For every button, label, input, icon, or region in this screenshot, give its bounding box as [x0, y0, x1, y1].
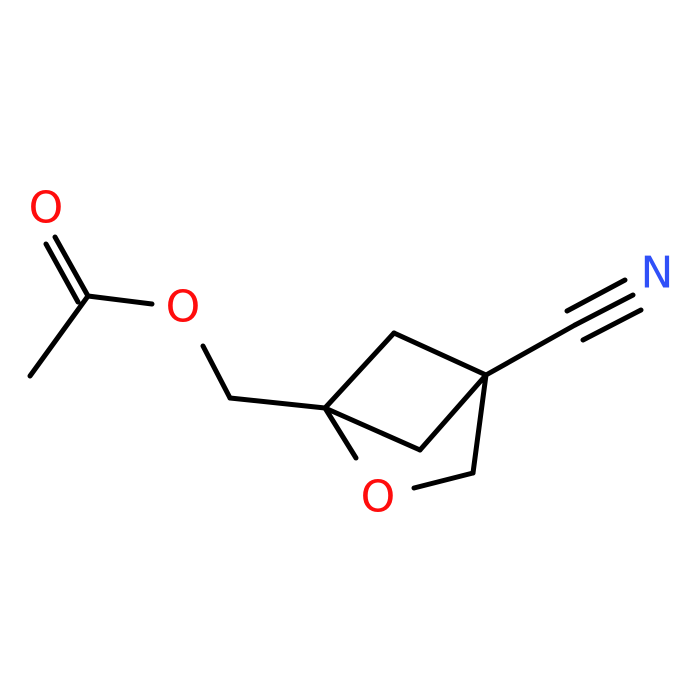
bond-nitrile-triple-3 — [580, 307, 644, 343]
bond-carbonyl-double-1 — [52, 234, 91, 299]
bond-methyl-carbonyl — [27, 293, 91, 379]
bond-ch2-top-bridgehead2 — [391, 330, 489, 378]
bond-bridgehead1-ch2-top — [322, 330, 397, 411]
bond-ch2-bridgehead2 — [470, 372, 489, 476]
bond-ring-o-ch2 — [411, 470, 476, 491]
bond-bridgehead1-ring-o — [322, 405, 359, 461]
bond-bridgehead2-nitrile-c — [483, 322, 578, 378]
bond-carbonyl-ester-o — [85, 293, 155, 307]
carbonyl-oxygen-label: O — [29, 183, 64, 234]
ring-oxygen-label: O — [361, 472, 396, 523]
bond-ester-o-ch2 — [200, 343, 233, 401]
bond-ch2-mid-bridgehead1 — [322, 405, 423, 453]
ester-oxygen-label: O — [166, 282, 201, 333]
bond-ch2-bridgehead — [227, 395, 328, 411]
bond-carbonyl-double-2 — [43, 241, 81, 305]
bond-nitrile-triple-1 — [572, 292, 636, 328]
bond-bridgehead2-ch2-mid — [417, 372, 489, 453]
nitrile-nitrogen-label: N — [641, 248, 674, 299]
bond-nitrile-triple-2 — [564, 277, 628, 314]
